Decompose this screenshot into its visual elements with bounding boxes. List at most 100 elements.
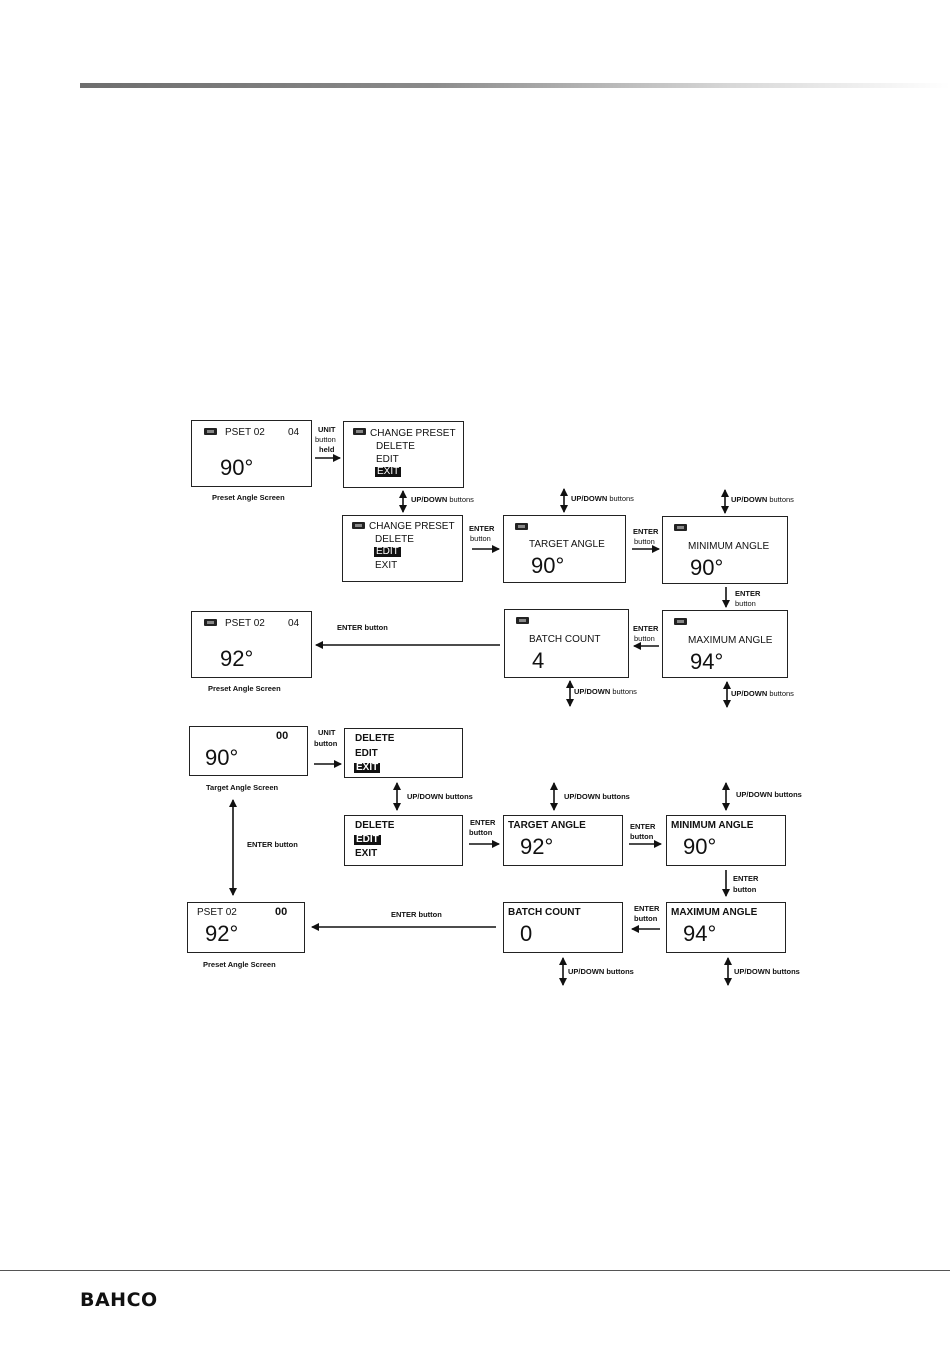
label-buttons-word: buttons: [607, 494, 634, 503]
label-button: button: [315, 435, 336, 444]
screen-title: MAXIMUM ANGLE: [671, 907, 758, 918]
label-button: button: [733, 885, 757, 894]
menu-item-selected: EDIT: [374, 546, 401, 557]
target-angle-screen: TARGET ANGLE 90°: [503, 515, 626, 583]
label-enter: ENTER: [735, 589, 761, 598]
label-enter: ENTER: [633, 527, 659, 536]
label-button: button: [314, 739, 338, 748]
screen-title: BATCH COUNT: [508, 907, 581, 918]
footer-rule: [0, 1270, 950, 1271]
menu-item: EDIT: [376, 454, 399, 465]
preset-number: 00: [275, 906, 288, 918]
label-enter: ENTER: [733, 874, 759, 883]
label-enter: ENTER: [630, 822, 656, 831]
label-up-down-bold: UP/DOWN: [411, 495, 448, 504]
target-angle-screen: TARGET ANGLE 92°: [503, 815, 623, 866]
label-buttons-word: buttons: [767, 689, 794, 698]
label-enter-button: ENTER button: [391, 910, 442, 919]
label-enter-button: ENTER button: [337, 623, 388, 632]
target-screen-start: 00 90°: [189, 726, 308, 776]
screen-number: 00: [276, 730, 289, 742]
label-up-down: UP/DOWN buttons: [571, 495, 634, 503]
screen-title: TARGET ANGLE: [529, 539, 605, 550]
caption-preset-angle-screen: Preset Angle Screen: [208, 684, 281, 693]
label-enter: ENTER: [470, 818, 496, 827]
preset-number: 04: [288, 427, 300, 438]
battery-icon: [674, 524, 687, 531]
battery-icon: [352, 522, 365, 529]
angle-value: 94°: [683, 921, 717, 946]
maximum-angle-screen: MAXIMUM ANGLE 94°: [666, 902, 786, 953]
label-up-down: UP/DOWN buttons: [731, 496, 794, 504]
menu-item-selected: EDIT: [354, 834, 381, 845]
angle-value: 92°: [220, 646, 254, 671]
menu-item: EXIT: [355, 848, 378, 859]
maximum-angle-screen: MAXIMUM ANGLE 94°: [662, 610, 788, 678]
label-up-down-buttons: UP/DOWN buttons: [736, 790, 802, 799]
label-up-down-buttons: UP/DOWN buttons: [734, 967, 800, 976]
screen-title: MAXIMUM ANGLE: [688, 635, 773, 646]
label-buttons-word: buttons: [447, 495, 474, 504]
angle-value: 92°: [520, 834, 554, 859]
preset-screen-1: PSET 02 04 90°: [191, 420, 312, 487]
label-buttons-word: buttons: [610, 687, 637, 696]
label-up-down: UP/DOWN buttons: [731, 690, 794, 698]
label-up-down-bold: UP/DOWN: [731, 689, 768, 698]
screen-title: TARGET ANGLE: [508, 820, 586, 831]
menu-item: DELETE: [355, 733, 395, 744]
label-unit: UNIT: [318, 425, 336, 434]
screen-title: BATCH COUNT: [529, 634, 601, 645]
label-button: button: [470, 534, 491, 543]
label-buttons-word: buttons: [767, 495, 794, 504]
label-enter-button: ENTER button: [247, 840, 298, 849]
menu-item: CHANGE PRESET: [369, 521, 455, 532]
battery-icon: [204, 619, 217, 626]
screen-title: MINIMUM ANGLE: [688, 541, 770, 552]
label-button: button: [630, 832, 654, 841]
screen-title: MINIMUM ANGLE: [671, 820, 754, 831]
brand-logo: BAHCO: [80, 1289, 158, 1311]
label-enter: ENTER: [633, 624, 659, 633]
menu-screen-edit: DELETE EDIT EXIT: [344, 815, 463, 866]
label-up-down-bold: UP/DOWN: [731, 495, 768, 504]
label-button: button: [469, 828, 493, 837]
preset-title: PSET 02: [225, 618, 265, 629]
label-button: button: [634, 537, 655, 546]
menu-item: EXIT: [375, 560, 398, 571]
label-held: held: [319, 445, 335, 454]
label-up-down-bold: UP/DOWN: [574, 687, 611, 696]
battery-icon: [515, 523, 528, 530]
menu-item: EDIT: [355, 748, 378, 759]
menu-item-selected: EXIT: [375, 466, 402, 477]
caption-target-angle-screen: Target Angle Screen: [206, 783, 279, 792]
battery-icon: [516, 617, 529, 624]
caption-preset-angle-screen: Preset Angle Screen: [203, 960, 276, 969]
label-button: button: [735, 599, 756, 608]
battery-icon: [353, 428, 366, 435]
label-up-down: UP/DOWN buttons: [574, 688, 637, 696]
count-value: 0: [520, 921, 533, 946]
menu-item: DELETE: [355, 820, 395, 831]
label-up-down-buttons: UP/DOWN buttons: [564, 792, 630, 801]
label-enter: ENTER: [469, 524, 495, 533]
angle-value: 90°: [205, 745, 239, 770]
preset-title: PSET 02: [197, 907, 237, 918]
preset-screen-2: PSET 02 04 92°: [191, 611, 312, 678]
header-rule: [80, 83, 950, 88]
label-button: button: [634, 914, 658, 923]
angle-value: 90°: [531, 553, 565, 578]
label-unit: UNIT: [318, 728, 336, 737]
label-up-down-bold: UP/DOWN: [571, 494, 608, 503]
batch-count-screen: BATCH COUNT 0: [503, 902, 623, 953]
menu-screen-exit: DELETE EDIT EXIT: [344, 728, 463, 778]
menu-screen-edit: CHANGE PRESET DELETE EDIT EXIT: [342, 515, 463, 582]
caption-preset-angle-screen: Preset Angle Screen: [212, 493, 285, 502]
minimum-angle-screen: MINIMUM ANGLE 90°: [662, 516, 788, 584]
menu-item: DELETE: [376, 441, 415, 452]
angle-value: 90°: [690, 555, 724, 580]
count-value: 4: [532, 648, 545, 673]
label-up-down-buttons: UP/DOWN buttons: [407, 792, 473, 801]
menu-item-selected: EXIT: [354, 762, 381, 773]
angle-value: 90°: [683, 834, 717, 859]
